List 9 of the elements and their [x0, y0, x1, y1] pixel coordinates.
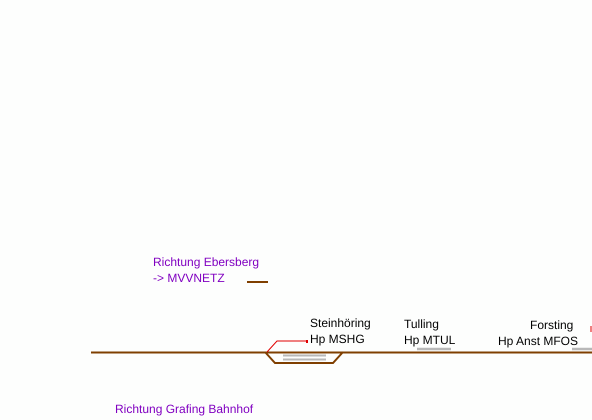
link-label: -> MVVNETZ: [153, 271, 225, 285]
station-code: Hp MSHG: [310, 332, 365, 346]
station-code: Hp MTUL: [404, 333, 456, 347]
station-code: Hp Anst MFOS: [498, 334, 578, 348]
direction-label: Richtung Ebersberg: [153, 255, 260, 269]
station-name: Steinhöring: [310, 316, 371, 330]
station-name: Tulling: [404, 317, 439, 331]
direction-label: Richtung Grafing Bahnhof: [115, 402, 254, 416]
station-name: Forsting: [530, 318, 574, 332]
